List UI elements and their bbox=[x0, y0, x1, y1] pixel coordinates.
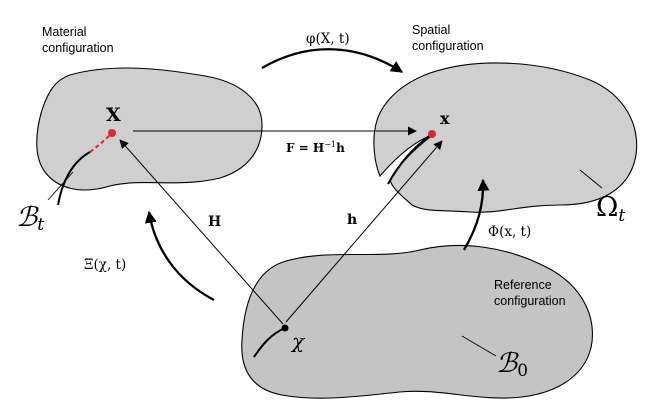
map-h-label: h bbox=[347, 212, 357, 228]
map-phi-label: φ(X, t) bbox=[306, 31, 350, 47]
point-X-label: X bbox=[106, 104, 121, 126]
region-Bt-label: ℬt bbox=[16, 202, 44, 235]
arrow-Xi bbox=[144, 210, 215, 302]
map-Xi-label: Ξ(χ, t) bbox=[84, 257, 126, 273]
region-Omega-label: Ωt bbox=[596, 192, 625, 226]
leader-Bt bbox=[47, 171, 74, 201]
map-H-label: H bbox=[208, 214, 221, 230]
region-B0-label: ℬ0 bbox=[496, 348, 528, 381]
point-x-label: x bbox=[440, 109, 450, 128]
material-region bbox=[36, 67, 263, 191]
leader-Omega bbox=[579, 169, 603, 189]
point-chi-marker bbox=[281, 324, 289, 332]
point-chi-label: χ bbox=[290, 329, 306, 353]
spatial-curve bbox=[387, 133, 433, 185]
material-curve-extension bbox=[89, 132, 113, 153]
reference-configuration-label: Reference configuration bbox=[494, 278, 566, 308]
map-Phi-label: Φ(x, t) bbox=[488, 224, 531, 240]
spatial-region bbox=[373, 62, 638, 213]
map-F-label: F = H−1h bbox=[286, 140, 345, 155]
arrow-h bbox=[285, 140, 443, 323]
spatial-configuration-label: Spatial configuration bbox=[412, 23, 484, 53]
arrow-H bbox=[119, 139, 284, 325]
arrow-phi bbox=[261, 48, 404, 73]
reference-curve bbox=[253, 327, 286, 358]
reference-region bbox=[241, 245, 593, 399]
material-configuration-label: Material configuration bbox=[42, 25, 114, 55]
material-curve bbox=[57, 151, 91, 206]
point-x-marker bbox=[428, 130, 436, 138]
arrow-Phi bbox=[463, 178, 490, 251]
point-X-marker bbox=[108, 129, 116, 137]
leader-B0 bbox=[461, 335, 497, 357]
